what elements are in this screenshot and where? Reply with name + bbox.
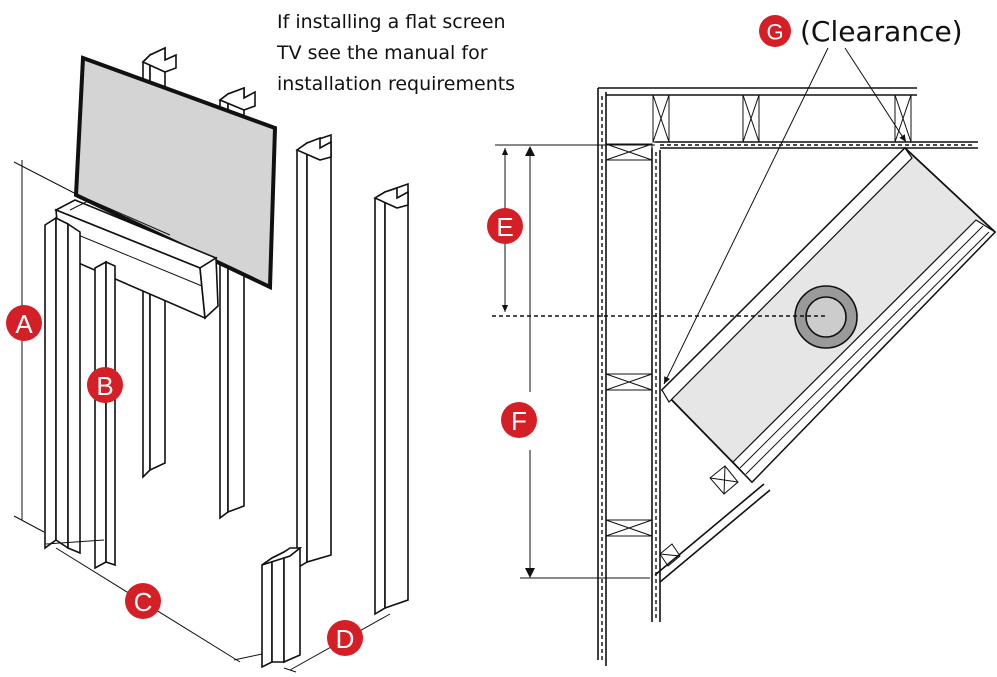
badge-a-letter: A (15, 309, 33, 339)
install-note-line-2: TV see the manual for (276, 42, 488, 64)
tv-screen (73, 55, 278, 291)
dimension-f (520, 146, 650, 579)
stud-front-inner (94, 260, 116, 570)
ceiling-blocking (652, 94, 912, 143)
flue-collar (794, 285, 858, 349)
stud-right-middle (295, 133, 332, 570)
badge-b-letter: B (96, 371, 113, 401)
badge-f-letter: F (511, 406, 527, 436)
badge-a: A (6, 305, 42, 341)
badge-e: E (487, 208, 523, 244)
framing-perspective (13, 46, 409, 673)
header-beam (54, 199, 219, 320)
badge-c-letter: C (134, 587, 153, 617)
badge-c: C (125, 583, 161, 619)
clearance-arrows (663, 47, 907, 385)
badge-d-letter: D (336, 624, 355, 654)
stud-front-corner (261, 546, 303, 669)
stud-far-right (373, 182, 409, 616)
badge-g-letter: G (766, 20, 783, 45)
angled-blocking (659, 465, 739, 567)
install-note-line-1: If installing a flat screen (277, 11, 506, 33)
badge-g: G (759, 15, 791, 47)
badge-b: B (87, 367, 123, 403)
stud-front-left (44, 216, 81, 555)
wall-blocking (605, 143, 653, 537)
install-note-line-3: installation requirements (277, 73, 515, 95)
corner-section (492, 47, 997, 666)
badge-d: D (327, 620, 363, 656)
badge-f: F (501, 402, 537, 438)
badge-e-letter: E (496, 212, 513, 242)
clearance-label: (Clearance) (800, 15, 963, 48)
install-note: If installing a flat screen TV see the m… (276, 11, 515, 95)
